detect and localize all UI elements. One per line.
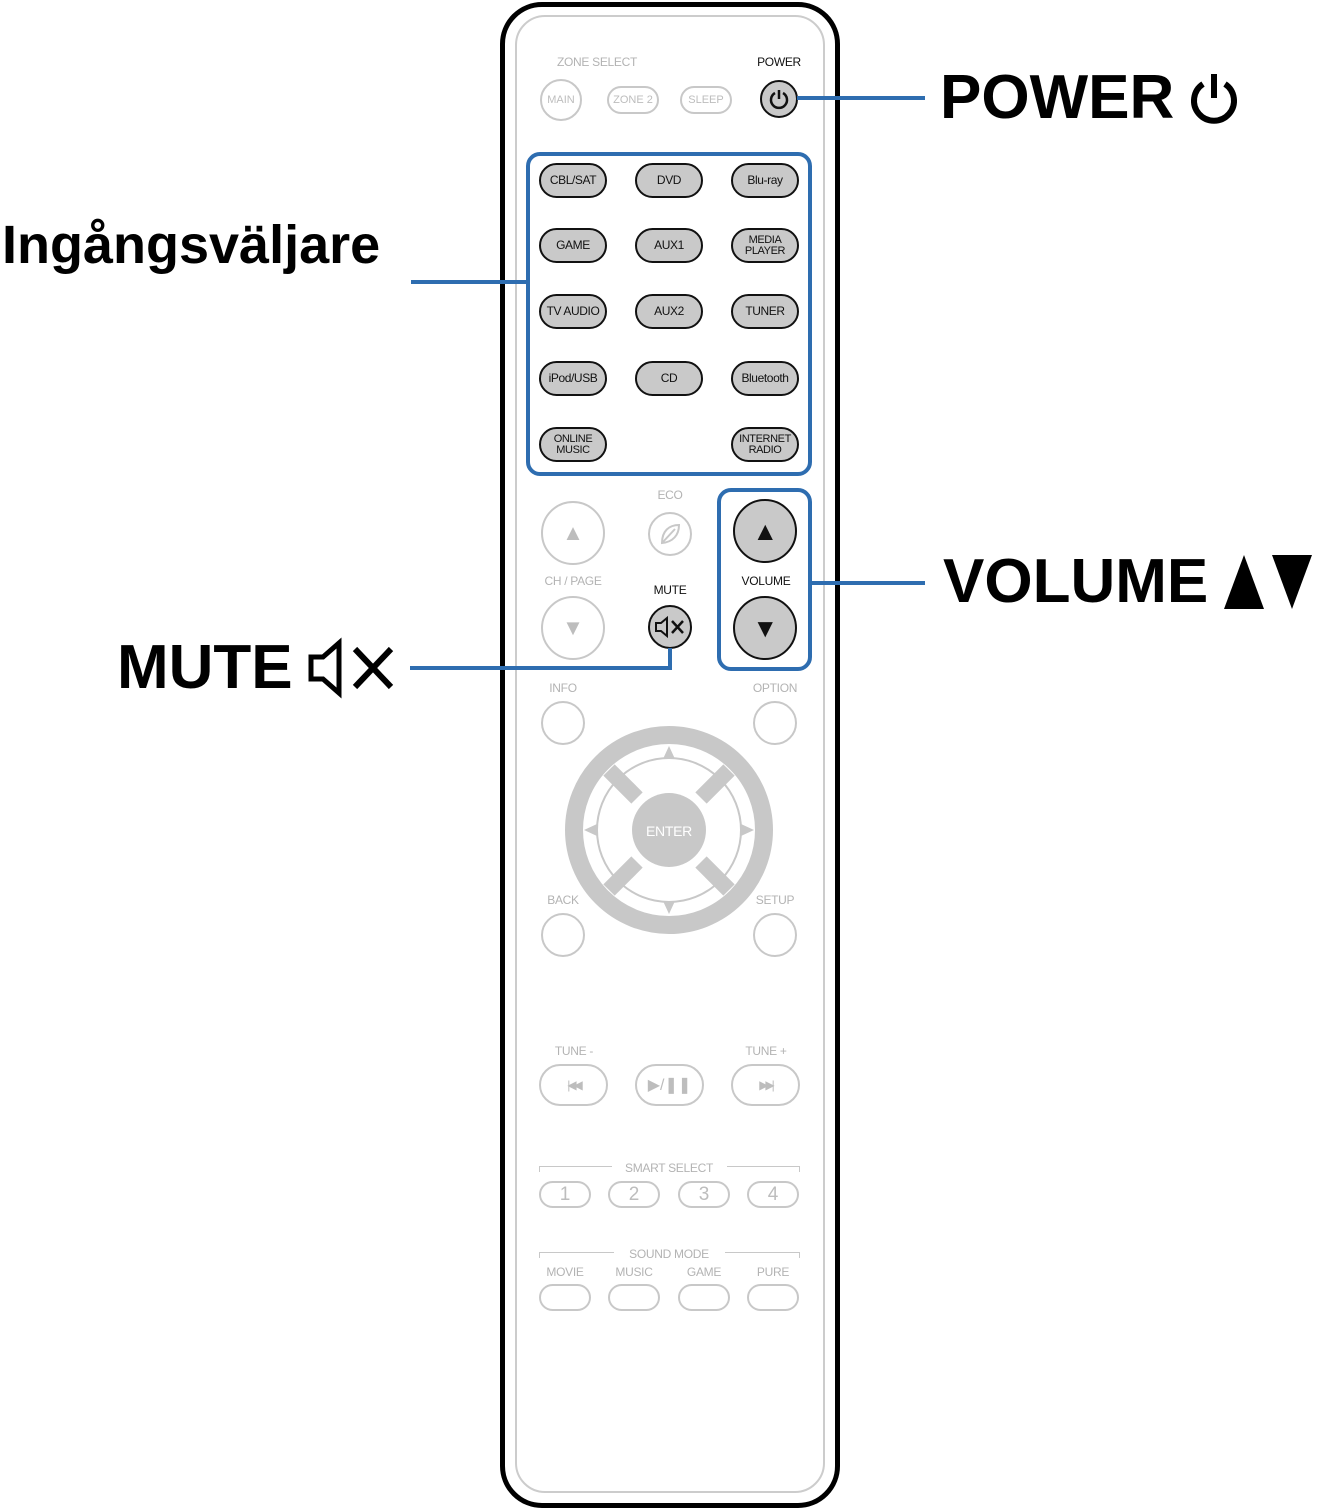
divider [539, 1166, 612, 1172]
power-icon [1191, 73, 1238, 124]
smart-select-label: SMART SELECT [625, 1161, 713, 1175]
mute-label: MUTE [653, 583, 687, 597]
sound-mode-button[interactable] [539, 1284, 591, 1311]
sound-mode-label: MUSIC [615, 1265, 653, 1279]
volume-up-down-icon [1224, 554, 1313, 609]
input-button[interactable]: Blu-ray [731, 163, 799, 198]
input-selector-highlight [526, 152, 812, 476]
power-callout: POWER [940, 62, 1240, 133]
mute-icon [308, 636, 393, 699]
zone-select-label: ZONE SELECT [556, 55, 638, 69]
zone2-button[interactable]: ZONE 2 [607, 86, 659, 114]
volume-callout: VOLUME [943, 546, 1314, 617]
input-button[interactable]: CBL/SAT [539, 163, 607, 198]
mute-callout-line [410, 666, 672, 670]
input-button[interactable]: Bluetooth [731, 361, 799, 396]
ch-page-up-button[interactable]: ▲ [541, 501, 605, 565]
previous-button[interactable]: |◀◀ [539, 1064, 608, 1106]
divider [539, 1252, 614, 1258]
power-callout-line [797, 96, 925, 100]
ch-page-down-button[interactable]: ▼ [541, 596, 605, 660]
setup-label: SETUP [755, 893, 795, 907]
power-button[interactable] [760, 80, 798, 118]
tune-minus-label: TUNE - [554, 1044, 594, 1058]
input-button[interactable]: CD [635, 361, 703, 396]
input-button[interactable]: AUX2 [635, 294, 703, 329]
input-callout-line [411, 280, 527, 284]
previous-icon: |◀◀ [567, 1078, 582, 1092]
mute-callout: MUTE [117, 632, 397, 703]
down-arrow-icon [663, 901, 675, 914]
volume-up-button[interactable]: ▲ [733, 499, 797, 563]
play-pause-button[interactable]: ▶/❚❚ [635, 1064, 704, 1106]
main-button[interactable]: MAIN [540, 79, 582, 121]
power-icon [769, 90, 789, 110]
sleep-button[interactable]: SLEEP [680, 86, 732, 114]
triangle-down-icon: ▼ [562, 615, 584, 640]
volume-callout-text: VOLUME [943, 547, 1209, 616]
sound-mode-button[interactable] [678, 1284, 730, 1311]
power-label: POWER [757, 55, 801, 69]
triangle-up-icon: ▲ [752, 515, 778, 546]
sound-mode-label: PURE [756, 1265, 790, 1279]
smart-select-button[interactable]: 4 [747, 1181, 799, 1208]
volume-down-button[interactable]: ▼ [733, 596, 797, 660]
power-callout-text: POWER [940, 63, 1175, 132]
info-label: INFO [549, 681, 577, 695]
volume-callout-line [811, 581, 925, 585]
next-button[interactable]: ▶▶| [731, 1064, 800, 1106]
info-button[interactable] [541, 701, 585, 745]
remote-inner-outline [515, 15, 825, 1493]
setup-button[interactable] [753, 913, 797, 957]
input-button[interactable]: iPod/USB [539, 361, 607, 396]
smart-select-button[interactable]: 3 [678, 1181, 730, 1208]
tune-plus-label: TUNE + [745, 1044, 787, 1058]
input-selector-callout: Ingångsväljare [2, 215, 381, 275]
ch-page-label: CH / PAGE [544, 574, 602, 588]
remote-control [500, 2, 840, 1508]
mute-callout-line [668, 648, 672, 670]
option-button[interactable] [753, 701, 797, 745]
sound-mode-label: SOUND MODE [629, 1247, 709, 1261]
volume-highlight [717, 488, 812, 671]
leaf-icon [660, 523, 681, 545]
eco-button[interactable] [648, 512, 692, 556]
input-button[interactable]: DVD [635, 163, 703, 198]
smart-select-button[interactable]: 2 [608, 1181, 660, 1208]
mute-callout-text: MUTE [117, 633, 293, 702]
right-arrow-icon [741, 824, 754, 836]
left-arrow-icon [584, 824, 597, 836]
volume-label: VOLUME [741, 574, 791, 588]
enter-button[interactable]: ENTER [646, 823, 692, 839]
sound-mode-label: GAME [686, 1265, 722, 1279]
sound-mode-button[interactable] [608, 1284, 660, 1311]
smart-select-button[interactable]: 1 [539, 1181, 591, 1208]
divider [725, 1252, 800, 1258]
sound-mode-button[interactable] [747, 1284, 799, 1311]
input-button[interactable]: TUNER [731, 294, 799, 329]
mute-icon [655, 615, 684, 639]
input-button[interactable]: TV AUDIO [539, 294, 607, 329]
play-pause-icon: ▶/❚❚ [647, 1077, 692, 1094]
eco-label: ECO [657, 488, 683, 502]
next-icon: ▶▶| [759, 1078, 774, 1092]
cursor-pad[interactable] [564, 724, 774, 936]
sound-mode-label: MOVIE [546, 1265, 584, 1279]
mute-button[interactable] [648, 605, 692, 649]
input-button[interactable]: GAME [539, 228, 607, 263]
triangle-down-icon: ▼ [752, 612, 778, 643]
option-label: OPTION [752, 681, 798, 695]
up-arrow-icon [663, 746, 675, 759]
back-label: BACK [547, 893, 579, 907]
triangle-up-icon: ▲ [562, 520, 584, 545]
input-button[interactable]: AUX1 [635, 228, 703, 263]
back-button[interactable] [541, 913, 585, 957]
divider [727, 1166, 800, 1172]
